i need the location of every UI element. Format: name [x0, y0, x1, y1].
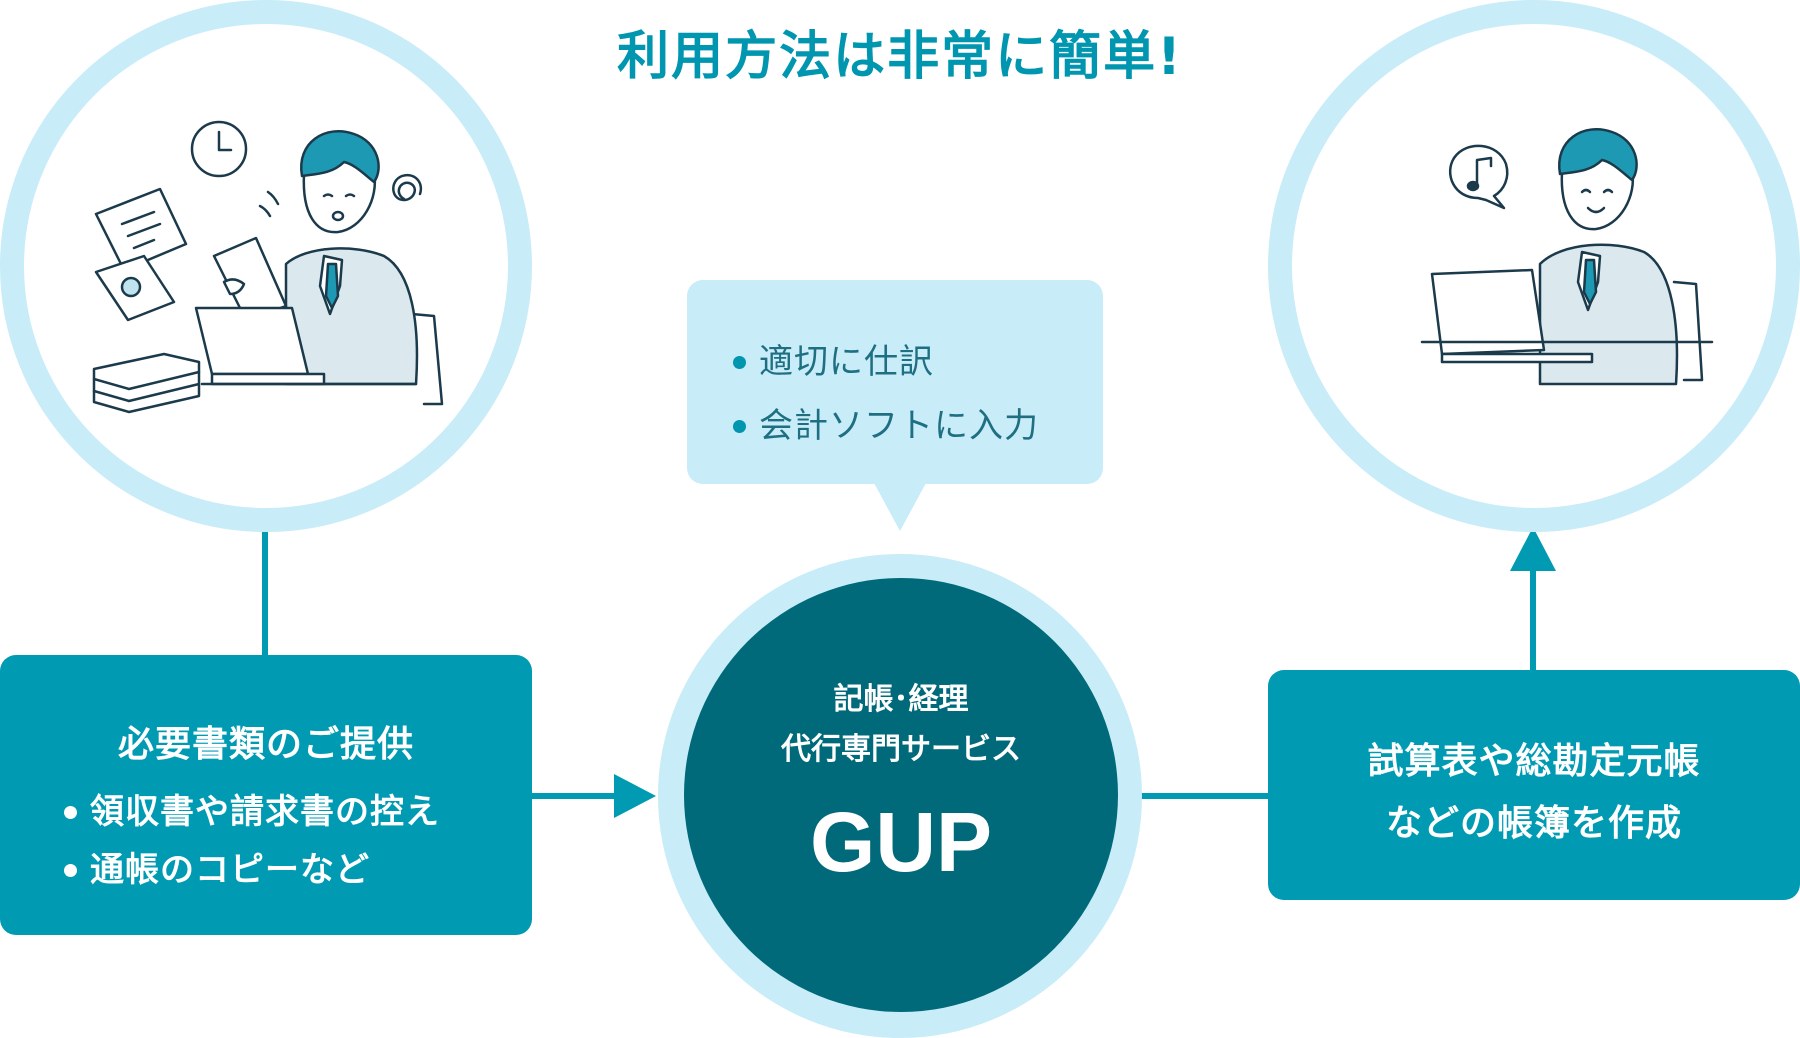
process-item: 適切に仕訳 [731, 330, 1103, 394]
ledger-output-line2: などの帳簿を作成 [1385, 803, 1682, 844]
center-to-right-line [1140, 793, 1270, 799]
arrow-up-icon [1510, 527, 1556, 571]
bubble-tail [874, 483, 926, 531]
process-bubble: 適切に仕訳 会計ソフトに入力 [687, 280, 1103, 484]
right-connector-line [1530, 568, 1536, 670]
ledger-output-box: 試算表や総勘定元帳 などの帳簿を作成 [1268, 670, 1800, 900]
gup-circle: 記帳･経理 代行専門サービス GUP [684, 578, 1118, 1012]
arrow-right-icon [614, 774, 656, 818]
happy-businessman-icon [1420, 128, 1714, 386]
process-list: 適切に仕訳 会計ソフトに入力 [731, 330, 1103, 458]
right-illustration-circle [1268, 0, 1800, 532]
ledger-output-line1: 試算表や総勘定元帳 [1367, 741, 1701, 782]
document-provision-heading: 必要書類のご提供 [117, 724, 414, 765]
left-illustration-circle [0, 0, 532, 532]
page-title: 利用方法は非常に簡単! [617, 27, 1183, 87]
service-label-line1: 記帳･経理 [833, 682, 969, 717]
service-name: GUP [809, 795, 993, 889]
document-list: 領収書や請求書の控え 通帳のコピーなど [62, 783, 440, 899]
left-connector-line [262, 530, 268, 660]
left-to-center-line [530, 793, 618, 799]
process-item: 会計ソフトに入力 [731, 394, 1103, 458]
worried-businessman-icon [92, 120, 444, 414]
document-item: 通帳のコピーなど [62, 841, 440, 899]
service-label-line2: 代行専門サービス [781, 732, 1021, 767]
document-item: 領収書や請求書の控え [62, 783, 440, 841]
document-provision-box: 必要書類のご提供 領収書や請求書の控え 通帳のコピーなど [0, 655, 532, 935]
